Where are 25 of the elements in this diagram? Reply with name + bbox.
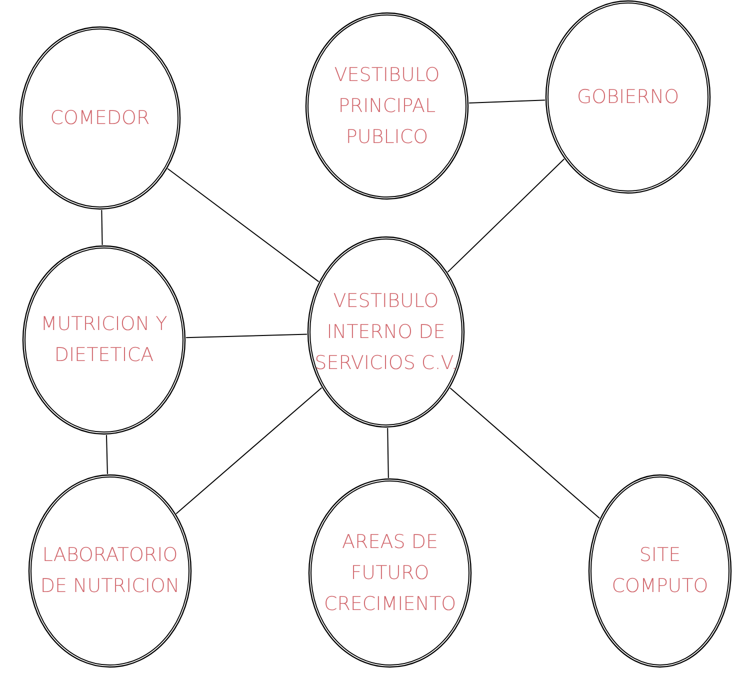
connector-line [167,168,320,282]
ellipse-node [305,12,469,200]
ellipse-node [545,0,711,194]
node-label: COMEDOR [49,106,151,130]
node-label: SITE COMPUTO [610,543,710,599]
node-label: GOBIERNO [576,84,680,110]
connector-line [176,387,322,514]
connector-line [447,158,565,273]
connector-line [468,100,546,104]
node-label: VESTIBULO INTERNO DE SERVICIOS C.V. [314,288,458,376]
ellipse-node [19,26,181,210]
connector-line [101,209,103,246]
node-label: MUTRICION Y DIETETICA [40,312,168,368]
connector-line [387,427,389,479]
ellipse-node [22,245,186,435]
ellipse-node [28,474,192,668]
connector-line [106,434,108,475]
ellipse-node [308,478,472,668]
ellipse-node [588,474,732,668]
node-label: LABORATORIO DE NUTRICION [39,543,181,599]
connector-line [185,334,308,338]
connector-line [450,387,600,519]
node-label: VESTIBULO PRINCIPAL PUBLICO [333,62,441,150]
node-label: AREAS DE FUTURO CRECIMIENTO [322,530,458,616]
ellipse-node [307,236,465,428]
